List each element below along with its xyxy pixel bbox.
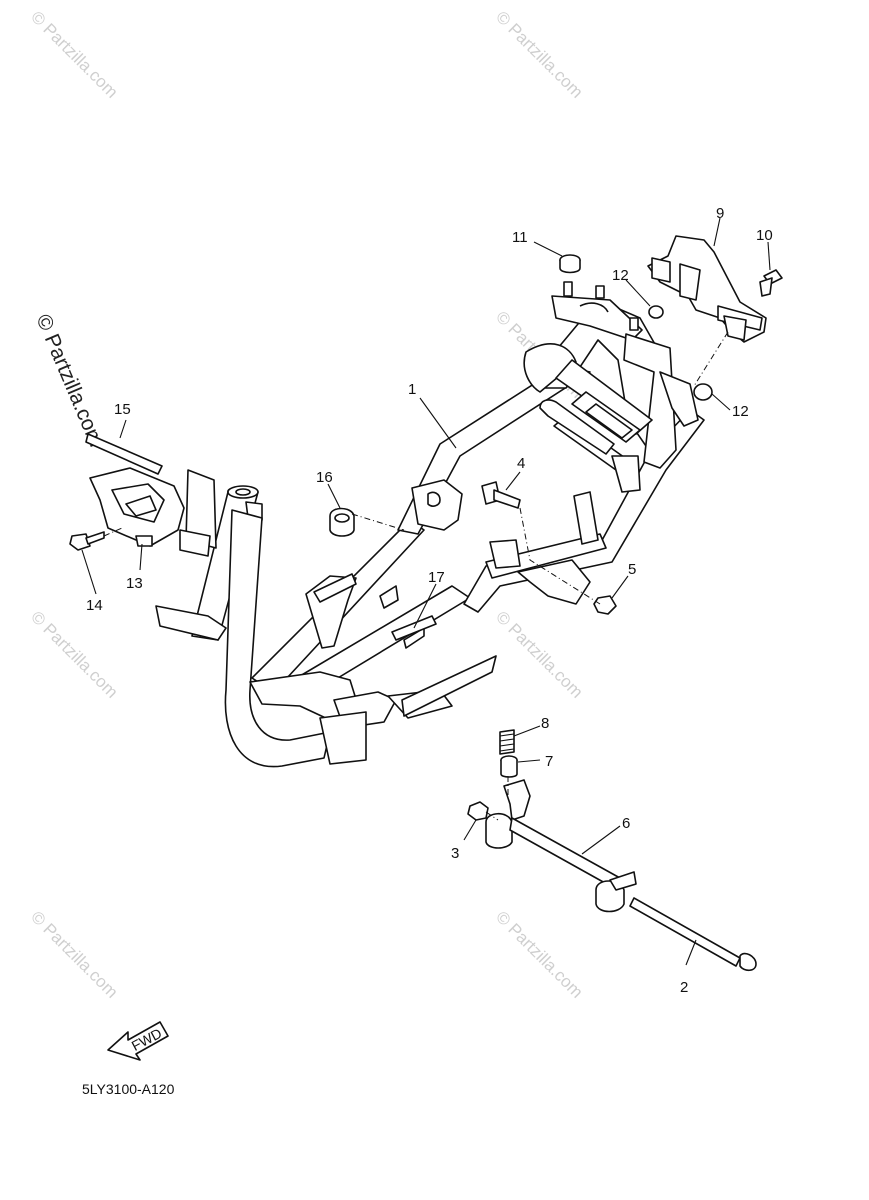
part-13-bracket [89, 467, 185, 547]
diagram-code: 5LY3100-A120 [82, 1081, 175, 1097]
leader-lines [81, 217, 771, 966]
callout-11: 11 [512, 229, 528, 246]
part-10-bolt [759, 269, 783, 297]
part-12-damper-right [693, 383, 713, 401]
callout-2: 2 [680, 979, 688, 996]
callout-12-top: 12 [612, 267, 629, 284]
callout-7: 7 [545, 753, 553, 770]
part-4-bolt [481, 481, 521, 509]
callout-8: 8 [541, 715, 549, 732]
callout-16: 16 [316, 469, 333, 486]
watermark: © Partzilla.com [27, 7, 121, 101]
callout-14: 14 [86, 597, 103, 614]
callout-17: 17 [428, 569, 445, 586]
part-8-spring [499, 729, 515, 755]
fwd-arrow: FWD [107, 1021, 169, 1061]
part-3-nut [467, 801, 489, 821]
callout-4: 4 [517, 455, 525, 472]
callout-5: 5 [628, 561, 636, 578]
callout-6: 6 [622, 815, 630, 832]
callout-1: 1 [408, 381, 416, 398]
part-6-link [485, 779, 637, 913]
callout-12-right: 12 [732, 403, 749, 420]
watermark: © Partzilla.com [27, 907, 121, 1001]
part-11-collar [559, 254, 581, 274]
callout-15: 15 [114, 401, 131, 418]
part-14-bolt [69, 531, 105, 551]
part-7-collar [500, 755, 518, 778]
watermark: © Partzilla.com [492, 907, 586, 1001]
part-2-bolt [629, 897, 757, 972]
watermark-dark: © Partzilla.com [31, 311, 107, 450]
callouts: 1 2 3 4 5 6 7 8 9 10 11 12 12 13 14 15 1… [86, 205, 773, 996]
main-frame [155, 281, 705, 768]
callout-3: 3 [451, 845, 459, 862]
part-16-grommet [329, 507, 355, 537]
part-5-nut [593, 595, 617, 615]
callout-9: 9 [716, 205, 724, 222]
part-12-damper-top [648, 305, 664, 319]
callout-13: 13 [126, 575, 143, 592]
callout-10: 10 [756, 227, 773, 244]
assembly-lines [103, 331, 729, 821]
watermark: © Partzilla.com [492, 7, 586, 101]
part-15-strip [85, 433, 163, 475]
watermark: © Partzilla.com [492, 607, 586, 701]
part-9-bracket [647, 235, 767, 343]
watermark: © Partzilla.com [27, 607, 121, 701]
